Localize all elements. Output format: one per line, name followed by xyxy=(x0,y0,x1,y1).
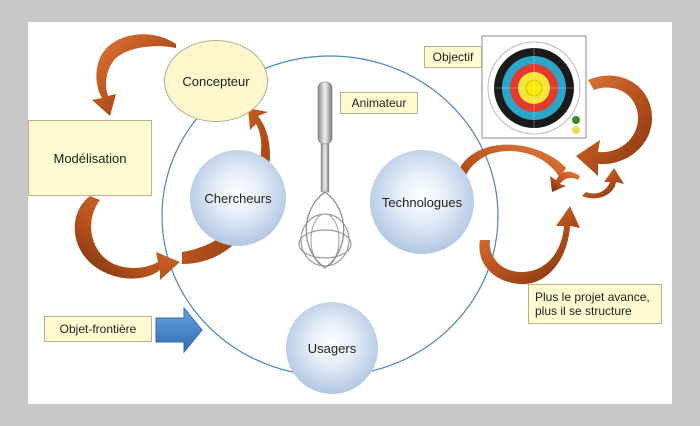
label-animateur-text: Animateur xyxy=(351,96,407,110)
arrow-swirl-2 xyxy=(550,171,580,192)
label-objet-frontiere: Objet-frontière xyxy=(44,316,152,342)
node-modelisation: Modélisation xyxy=(28,120,152,196)
label-animateur: Animateur xyxy=(340,92,418,114)
node-technologues: Technologues xyxy=(370,150,474,254)
arrow-technologues-structure xyxy=(479,206,580,285)
label-objectif-text: Objectif xyxy=(432,50,474,64)
arrow-swirl xyxy=(582,168,624,199)
label-objectif: Objectif xyxy=(424,46,482,68)
node-usagers-label: Usagers xyxy=(307,340,357,356)
node-chercheurs-label: Chercheurs xyxy=(204,190,272,206)
label-objet-frontiere-text: Objet-frontière xyxy=(59,322,137,336)
node-technologues-label: Technologues xyxy=(381,194,463,210)
blue-arrow xyxy=(155,306,203,354)
node-concepteur-label: Concepteur xyxy=(182,73,250,89)
whisk-icon xyxy=(298,81,352,269)
label-structure-note: Plus le projet avance, plus il se struct… xyxy=(528,284,662,324)
target-icon xyxy=(481,35,587,139)
arrow-loop-technologues xyxy=(446,144,566,198)
label-structure-line2: plus il se structure xyxy=(535,304,632,318)
node-chercheurs: Chercheurs xyxy=(190,150,286,246)
label-structure-line1: Plus le projet avance, xyxy=(535,290,650,304)
node-concepteur: Concepteur xyxy=(164,40,268,122)
node-modelisation-label: Modélisation xyxy=(53,150,127,166)
arrow-concepteur-modelisation xyxy=(92,34,176,116)
arrow-modelisation-circle xyxy=(74,196,180,280)
arrow-objectif-loop xyxy=(576,75,652,176)
node-usagers: Usagers xyxy=(286,302,378,394)
